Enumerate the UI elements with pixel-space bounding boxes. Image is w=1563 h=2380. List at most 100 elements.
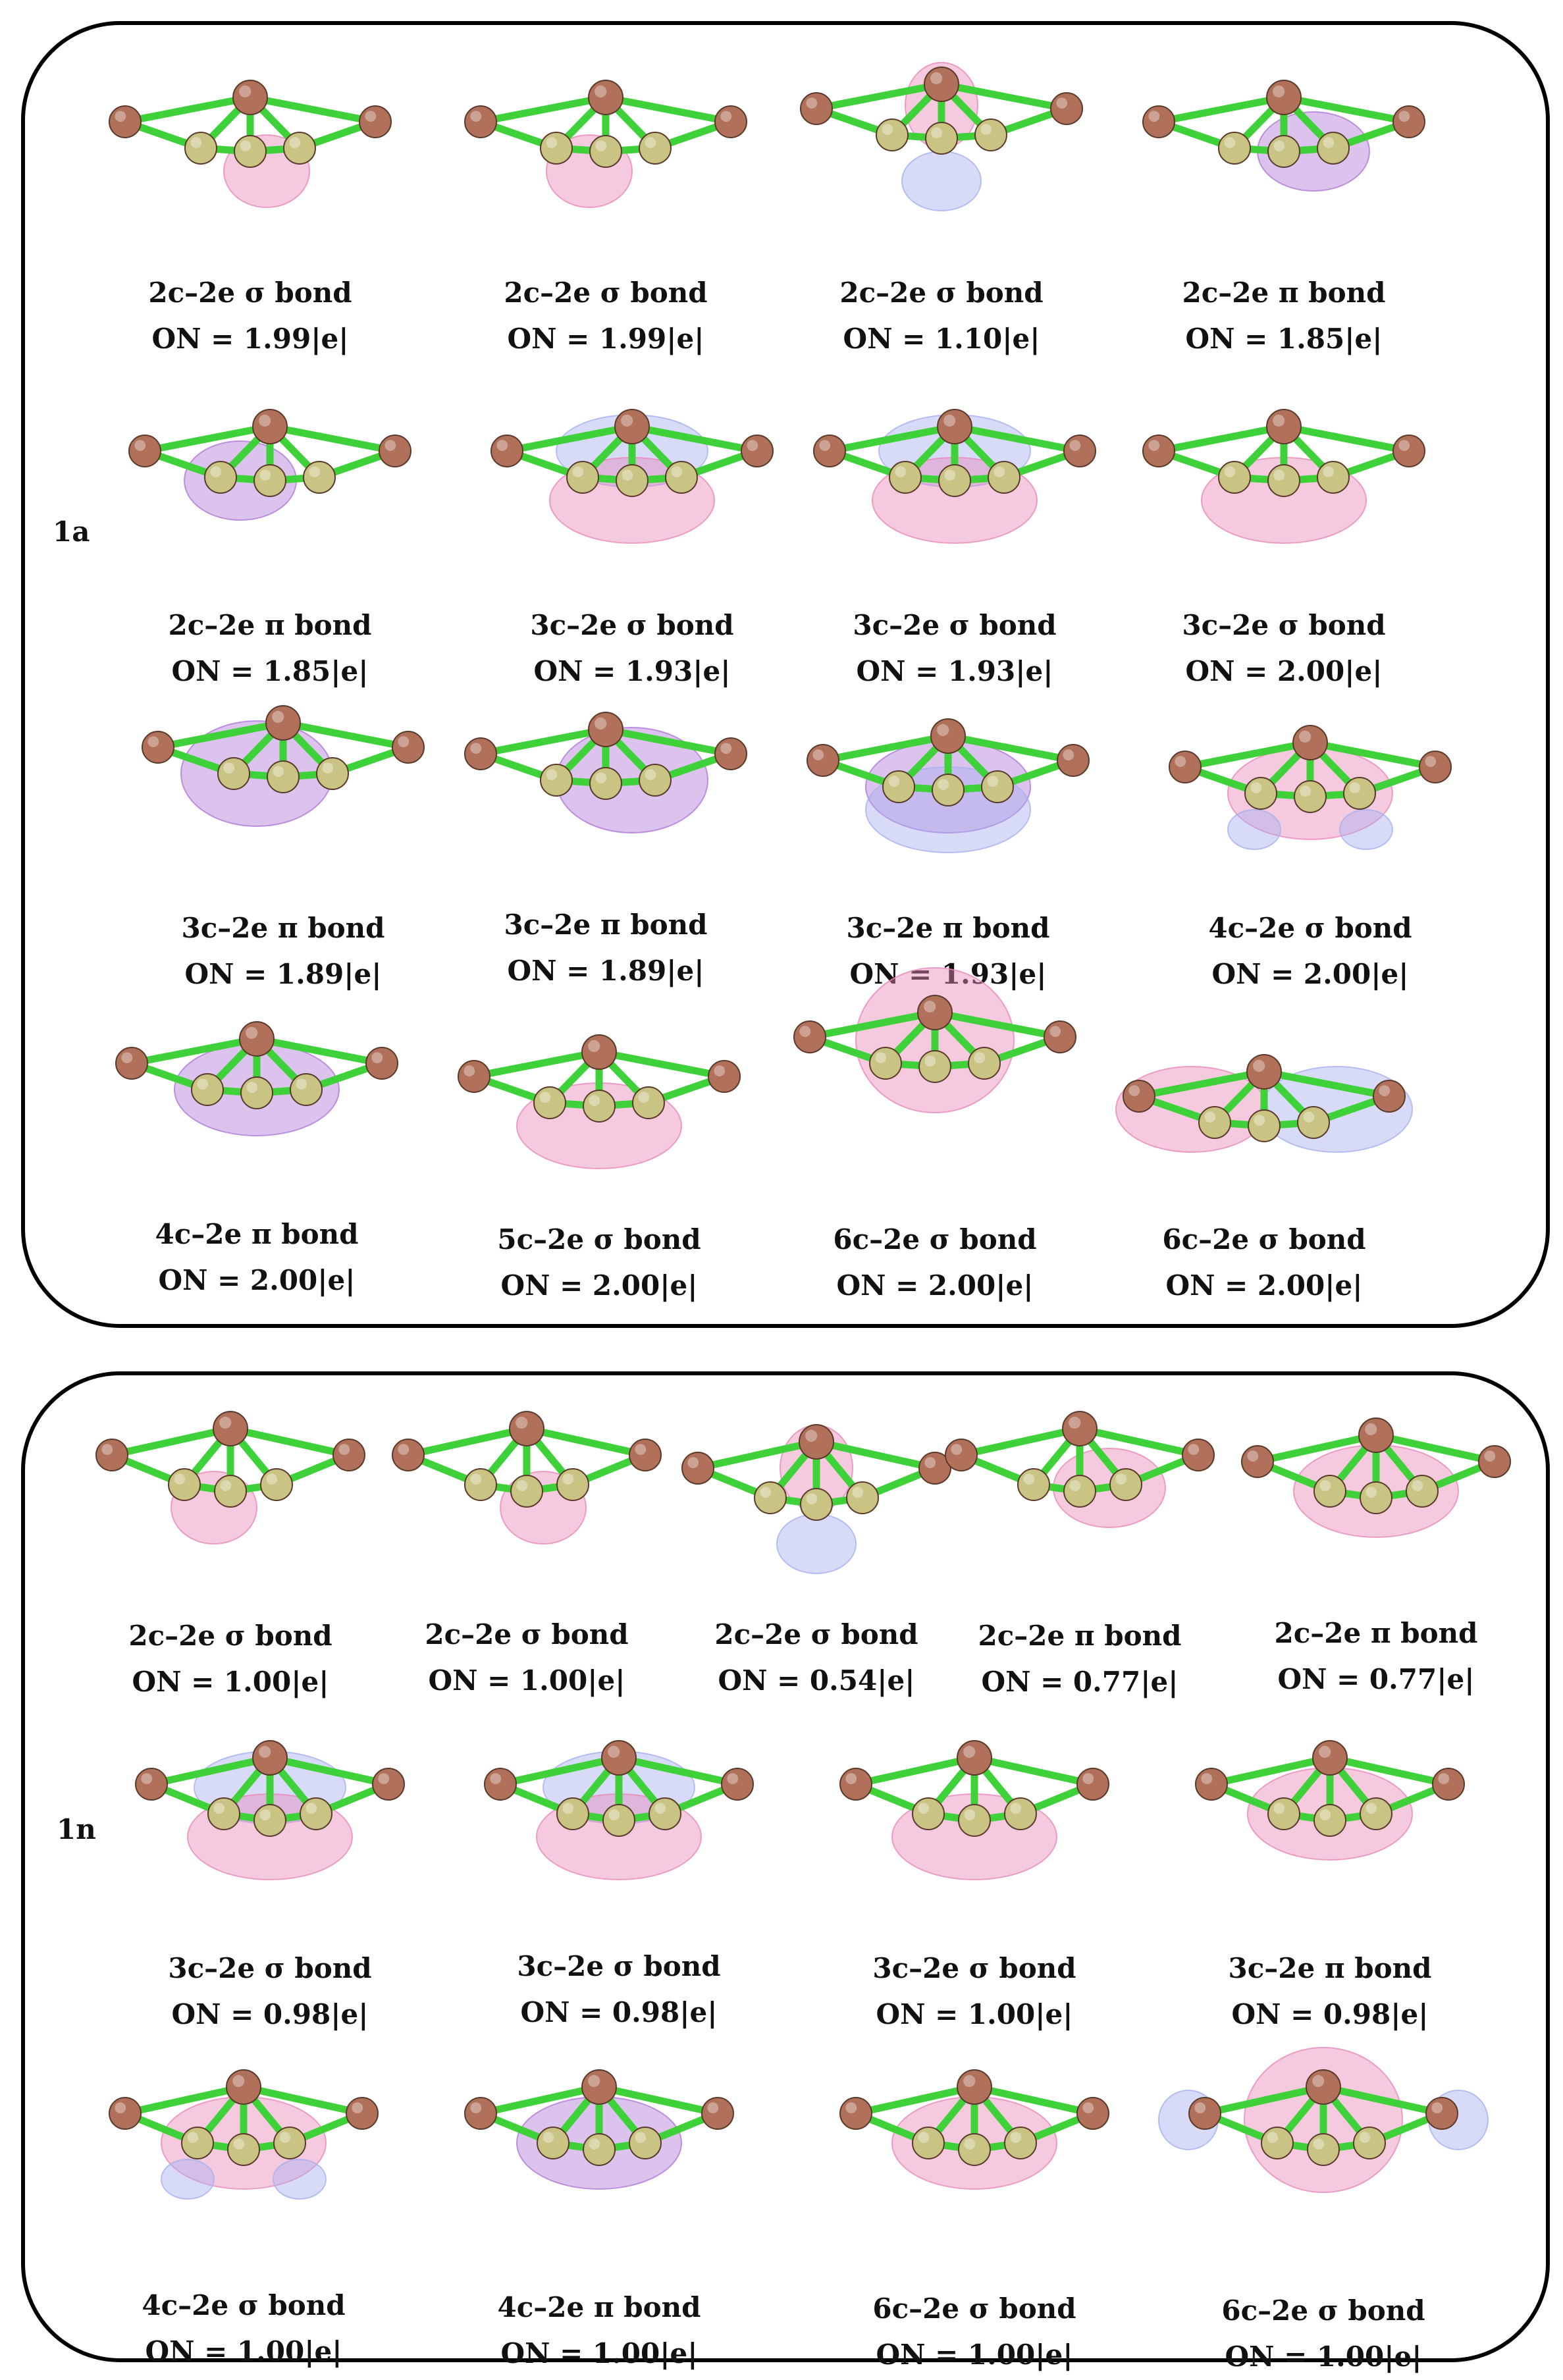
atom-highlight xyxy=(845,1773,857,1784)
bond-type-label: 2c–2e σ bond xyxy=(714,1618,918,1651)
atom-highlight xyxy=(1412,1480,1423,1491)
occupation-number-label: ON = 1.10|e| xyxy=(843,323,1040,355)
gold-atom xyxy=(583,1090,616,1123)
gold-atom xyxy=(191,1073,224,1106)
copper-atom xyxy=(359,105,392,138)
bond-line xyxy=(108,1425,234,1459)
atom-highlight xyxy=(259,1745,271,1758)
atom-highlight xyxy=(378,1773,390,1784)
copper-atom xyxy=(793,1020,826,1053)
atom-highlight xyxy=(1484,1450,1496,1462)
copper-atom xyxy=(741,435,774,467)
gold-atom xyxy=(988,461,1020,494)
copper-atom-apex xyxy=(1292,725,1328,760)
atom-highlight xyxy=(720,743,732,754)
atom-highlight xyxy=(1273,140,1285,151)
atom-highlight xyxy=(687,1457,699,1468)
atom-highlight xyxy=(240,140,252,151)
copper-atom xyxy=(813,435,846,467)
copper-atom xyxy=(109,105,142,138)
gold-atom xyxy=(227,2133,260,2166)
atom-highlight xyxy=(1398,111,1410,122)
atom-highlight xyxy=(266,1473,278,1485)
gold-atom xyxy=(589,135,622,168)
copper-atom-apex xyxy=(1246,1054,1282,1090)
copper-atom xyxy=(115,1047,148,1080)
bond-type-label: 4c–2e π bond xyxy=(497,2291,701,2323)
orbital-isosurface-diagram xyxy=(490,409,774,544)
orbital-lobe-blue xyxy=(776,1514,857,1574)
gold-atom xyxy=(533,1086,566,1119)
copper-atom-apex xyxy=(232,80,268,115)
orbital-isosurface-diagram xyxy=(128,409,411,521)
bond-line xyxy=(957,1425,1084,1459)
atom-highlight xyxy=(707,2102,719,2113)
atom-highlight xyxy=(1323,466,1335,477)
bond-type-label: 3c–2e σ bond xyxy=(168,1952,372,1984)
atom-highlight xyxy=(273,766,284,777)
gold-atom xyxy=(181,2127,214,2159)
bond-line xyxy=(628,423,761,455)
copper-atom-apex xyxy=(1062,1411,1098,1446)
atom-highlight xyxy=(1148,111,1160,122)
copper-atom-apex xyxy=(1266,409,1302,444)
atom-highlight xyxy=(1365,1487,1377,1498)
atom-highlight xyxy=(1319,1745,1331,1758)
gold-atom xyxy=(1267,1797,1300,1830)
bond-type-label: 3c–2e π bond xyxy=(504,909,708,941)
atom-highlight xyxy=(115,111,126,122)
atom-highlight xyxy=(233,2138,245,2150)
atom-highlight xyxy=(464,1065,475,1076)
occupation-number-label: ON = 0.98|e| xyxy=(1231,1998,1429,2030)
gold-atom xyxy=(632,1086,665,1119)
bond-type-label: 3c–2e σ bond xyxy=(1182,609,1386,641)
atom-highlight xyxy=(219,1416,232,1429)
copper-atom xyxy=(392,1439,425,1471)
gold-atom xyxy=(589,767,622,800)
atom-highlight xyxy=(938,779,949,790)
copper-atom xyxy=(346,2097,379,2130)
bond-type-label: 6c–2e σ bond xyxy=(1162,1223,1366,1256)
gold-atom xyxy=(846,1481,879,1514)
orbital-isosurface-diagram xyxy=(142,705,425,827)
atom-highlight xyxy=(645,137,656,148)
gold-atom xyxy=(540,764,573,797)
copper-atom-apex xyxy=(265,705,301,741)
atom-highlight xyxy=(470,743,482,754)
atom-highlight xyxy=(974,1052,986,1063)
orbital-isosurface-diagram xyxy=(458,1034,741,1169)
bond-line xyxy=(602,726,735,758)
atom-highlight xyxy=(654,1803,666,1814)
orbital-isosurface-diagram xyxy=(115,1021,398,1136)
atom-highlight xyxy=(963,1745,976,1758)
bond-line xyxy=(806,1009,939,1041)
atom-highlight xyxy=(588,1040,600,1052)
atom-highlight xyxy=(115,2102,126,2113)
copper-atom-apex xyxy=(601,1740,637,1776)
atom-highlight xyxy=(964,2138,976,2150)
atom-highlight xyxy=(1273,414,1285,427)
bond-type-label: 3c–2e σ bond xyxy=(530,609,734,641)
copper-atom-apex xyxy=(1358,1417,1394,1453)
occupation-number-label: ON = 1.85|e| xyxy=(171,655,369,687)
bond-line xyxy=(826,423,959,455)
gold-atom xyxy=(1360,1481,1392,1514)
copper-atom xyxy=(142,731,174,764)
bond-type-label: 6c–2e σ bond xyxy=(833,1223,1037,1256)
bond-line xyxy=(1076,1425,1202,1459)
gold-atom xyxy=(882,770,915,803)
atom-highlight xyxy=(246,1026,258,1039)
atom-highlight xyxy=(1063,749,1074,760)
occupation-number-label: ON = 1.00|e| xyxy=(876,1998,1073,2030)
bond-type-label: 2c–2e σ bond xyxy=(504,277,708,309)
copper-atom xyxy=(1425,2097,1458,2130)
gold-atom xyxy=(649,1797,681,1830)
orbital-lobe-blue xyxy=(1339,809,1393,850)
orbital-isosurface-diagram xyxy=(1142,80,1425,192)
